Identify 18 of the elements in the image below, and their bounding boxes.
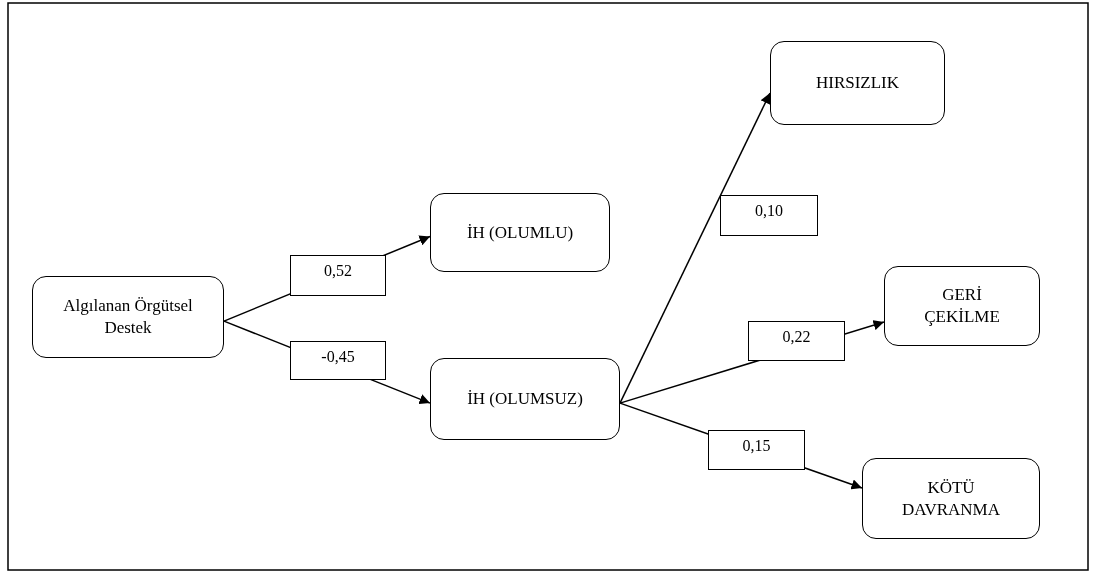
edge-label: 0,10 — [720, 195, 818, 236]
rounded-box — [430, 358, 620, 440]
edge-label: 0,52 — [290, 255, 386, 296]
node-label: KÖTÜ DAVRANMA — [901, 476, 1001, 521]
node-label: GERİ ÇEKİLME — [923, 284, 1001, 328]
rounded-box — [32, 276, 224, 358]
rounded-box — [430, 193, 610, 272]
edge-label: -0,45 — [290, 341, 386, 380]
node-label: İH (OLUMLU) — [466, 221, 574, 244]
rounded-box — [770, 41, 945, 125]
rounded-box — [862, 458, 1040, 539]
edge-label: 0,15 — [708, 430, 805, 470]
node-label: İH (OLUMSUZ) — [467, 388, 583, 410]
rounded-box — [884, 266, 1040, 346]
edge-label: 0,22 — [748, 321, 845, 361]
node-label: Algılanan Örgütsel Destek — [62, 295, 194, 339]
node-label: HIRSIZLIK — [815, 72, 900, 94]
arrow — [619, 92, 771, 404]
